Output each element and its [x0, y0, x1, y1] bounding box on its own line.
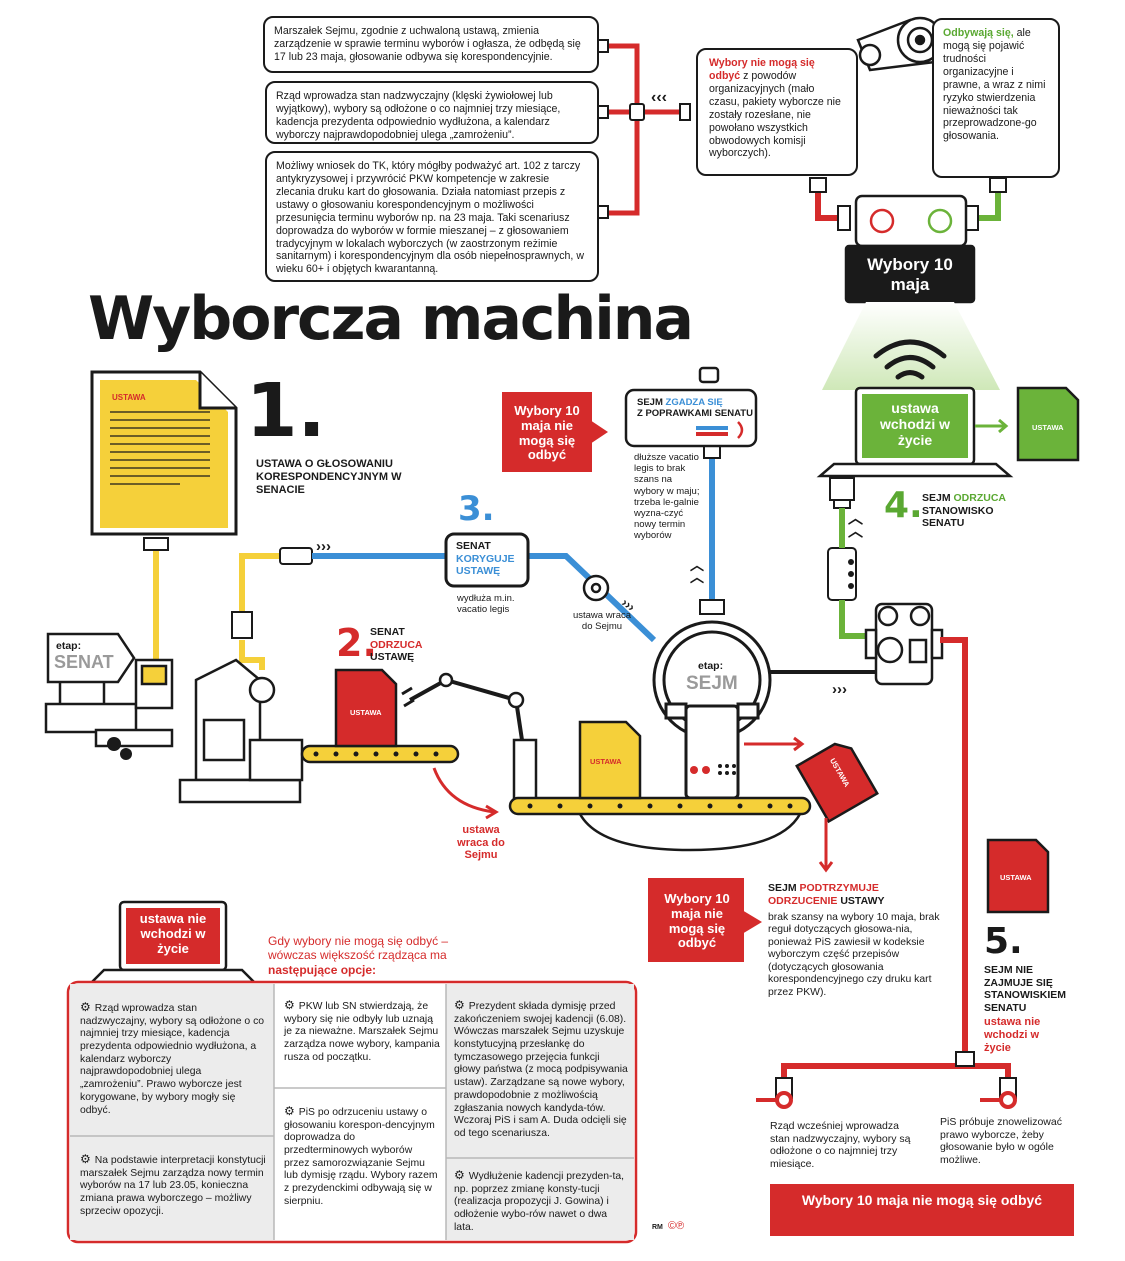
- document-label: USTAWA: [112, 393, 146, 402]
- sejm-machine: [652, 620, 772, 800]
- gear-icon: ⚙: [454, 998, 465, 1012]
- law-enters-force-label: ustawa wchodzi w życie: [880, 400, 950, 449]
- sejm-upholds-body: brak szansy na wybory 10 maja, brak regu…: [768, 912, 940, 998]
- scenario-box-3: Możliwy wniosek do TK, który mógłby podw…: [265, 151, 599, 282]
- returns-to-sejm-note: ustawa wraca do Sejmu: [572, 610, 632, 633]
- scenario-box-1: Marszałek Sejmu, zgodnie z uchwaloną ust…: [263, 16, 599, 73]
- gear-icon: ⚙: [80, 1152, 91, 1166]
- gear-icon: ⚙: [284, 1104, 295, 1118]
- cannot-happen-callout-1: [502, 392, 592, 472]
- options-intro: Gdy wybory nie mogą się odbyć – wówczas …: [268, 934, 449, 977]
- document-label-red-5: USTAWA: [1000, 873, 1032, 882]
- robot-arm: [401, 672, 538, 802]
- step-1-label: USTAWA O GŁOSOWANIU KORESPONDENCYJNYM W …: [256, 458, 402, 497]
- document-label-green: USTAWA: [1032, 423, 1064, 432]
- laptop-icon: [816, 386, 1014, 478]
- step-5-result: ustawa nie wchodzi w życie: [984, 1016, 1041, 1055]
- senat-machine: [44, 658, 304, 804]
- elections-fail-box: Wybory nie mogą się odbyć z powodów orga…: [696, 48, 858, 176]
- cannot-happen-text-2: Wybory 10 maja nie mogą się odbyć: [664, 891, 730, 951]
- arrow-chevrons-icon: ‹‹‹: [651, 89, 667, 106]
- branch-right-text: PiS próbuje znowelizować prawo wyborcze,…: [940, 1116, 1062, 1166]
- sejm-approves-machine: [624, 366, 758, 448]
- cannot-happen-callout-2: [648, 878, 744, 962]
- elections-held-box: Odbywają się, ale mogą się pojawić trudn…: [932, 18, 1060, 178]
- svg-text:︿: ︿: [690, 557, 704, 573]
- gear-icon: [107, 737, 132, 760]
- wybory-10-maja-label: Wybory 10 maja: [867, 255, 953, 295]
- stage-name-senat: SENAT: [54, 652, 114, 672]
- step-3-note: wydłuża m.in. vacatio legis: [457, 593, 515, 616]
- svg-text:︿: ︿: [690, 569, 704, 585]
- credit: RM: [652, 1224, 663, 1231]
- returns-to-sejm-label: ustawa wraca do Sejmu: [457, 824, 505, 862]
- step-2-number: 2.: [336, 621, 377, 665]
- option-4: ⚙PiS po odrzuceniu ustawy o głosowaniu k…: [284, 1104, 438, 1207]
- document-icon-red: [334, 668, 398, 748]
- senat-corrects-box: [444, 532, 530, 588]
- election-machine: [844, 194, 976, 304]
- scenario-box-2: Rząd wprowadza stan nadzwyczajny (klęski…: [265, 81, 599, 144]
- step-5-number: 5.: [984, 921, 1023, 962]
- option-2: ⚙Na podstawie interpretacji konstytucji …: [80, 1152, 266, 1217]
- senat-sign: [46, 632, 136, 704]
- robot-machine: [864, 602, 944, 686]
- gear-icon: ⚙: [454, 1168, 465, 1182]
- option-1: ⚙Rząd wprowadza stan nadzwyczajny, wybor…: [80, 1000, 265, 1116]
- document-icon-red-5: [986, 838, 1050, 914]
- law-not-enter-force-label: ustawa nie wchodzi w życie: [139, 911, 207, 956]
- vacatio-note: dłuższe vacatio legis to brak szans na w…: [634, 452, 700, 542]
- copyright-icon: ©℗: [668, 1220, 685, 1232]
- valve-handle-icon: [756, 1091, 1017, 1109]
- svg-text:›››: ›››: [316, 538, 331, 555]
- document-icon-yellow-2: [578, 720, 642, 800]
- valve-icon: [629, 103, 645, 121]
- wifi-icon: [873, 339, 947, 380]
- svg-text:›››: ›››: [832, 681, 847, 698]
- page-title: Wyborcza machina: [88, 284, 694, 354]
- document-icon-red-tilted: [795, 742, 879, 824]
- option-6: ⚙Wydłużenie kadencji prezyden-ta, np. po…: [454, 1168, 625, 1233]
- stage-label-sejm: etap:: [698, 660, 724, 672]
- document-label-red: USTAWA: [350, 708, 382, 717]
- cannot-happen-text-1: Wybory 10 maja nie mogą się odbyć: [514, 403, 580, 463]
- laptop-icon-red: [88, 900, 258, 984]
- step-1-number: 1.: [246, 368, 326, 454]
- stage-label-senat: etap:: [56, 640, 82, 652]
- step-4-number: 4.: [884, 485, 923, 526]
- pulley-icon: [856, 16, 944, 72]
- stage-name-sejm: SEJM: [686, 673, 738, 694]
- step-5-label: SEJM NIE ZAJMUJE SIĘ STANOWISKIEM SENATU: [984, 964, 1067, 1014]
- svg-text:︿: ︿: [848, 510, 863, 527]
- cannot-happen-text-3: Wybory 10 maja nie mogą się odbyć: [801, 1192, 1043, 1208]
- option-3: ⚙PKW lub SN stwierdzają, że wybory się n…: [284, 998, 440, 1063]
- svg-text:︿: ︿: [848, 523, 863, 540]
- gauge-icon: [582, 574, 610, 602]
- top-red-pipe: [598, 43, 680, 216]
- gear-icon: ⚙: [80, 1000, 91, 1014]
- step-3-number: 3.: [458, 489, 495, 529]
- option-5: ⚙Prezydent składa dymisję przed zakończe…: [454, 998, 628, 1139]
- branch-left-text: Rząd wcześniej wprowadza stan nadzwyczaj…: [770, 1120, 911, 1170]
- document-label-yellow: USTAWA: [590, 757, 622, 766]
- cannot-happen-banner-bottom: [770, 1184, 1074, 1236]
- gear-icon: ⚙: [284, 998, 295, 1012]
- document-icon-green: [1016, 386, 1080, 462]
